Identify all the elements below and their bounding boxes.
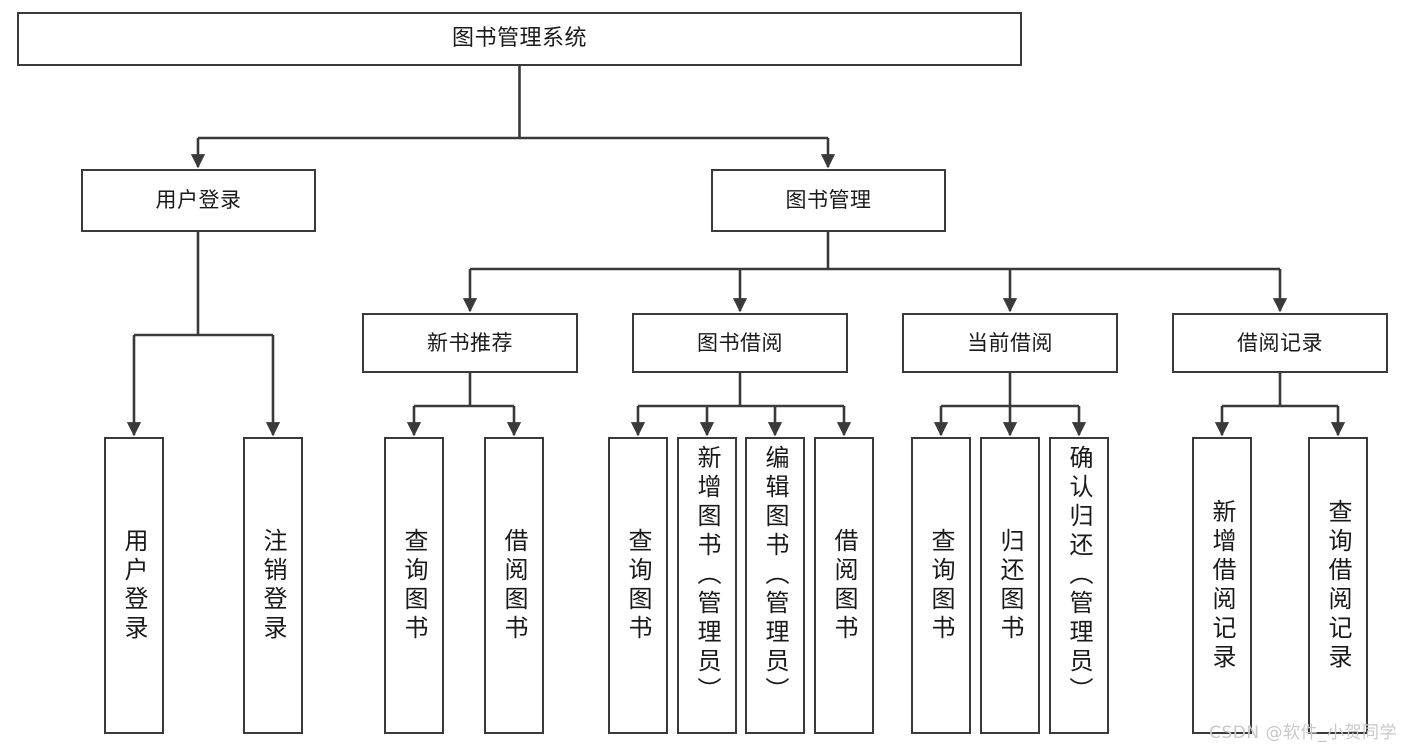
node-label: 用户登录 <box>120 527 148 644</box>
node-label: 归还图书 <box>996 527 1024 644</box>
node-label: 查询借阅记录 <box>1324 498 1352 673</box>
node-label: 图书管理系统 <box>451 26 587 52</box>
node-label: 借阅图书 <box>500 527 528 644</box>
watermark: CSDN @软件_小贺同学 <box>1209 723 1397 743</box>
node-borrow-record[interactable]: 借阅记录 <box>1172 313 1388 373</box>
node-label: 编辑图书（管理员） <box>761 445 789 706</box>
leaf-confirm-return-admin[interactable]: 确认归还（管理员） <box>1049 437 1109 734</box>
node-current-borrow[interactable]: 当前借阅 <box>902 313 1118 373</box>
leaf-logout-login[interactable]: 注销登录 <box>243 437 303 734</box>
leaf-add-borrow-record[interactable]: 新增借阅记录 <box>1192 437 1252 734</box>
node-root-system[interactable]: 图书管理系统 <box>17 12 1022 66</box>
leaf-query-book-current[interactable]: 查询图书 <box>911 437 971 734</box>
node-label: 当前借阅 <box>967 330 1053 355</box>
node-label: 用户登录 <box>155 188 242 213</box>
leaf-borrow-book-recommend[interactable]: 借阅图书 <box>484 437 544 734</box>
node-book-borrow[interactable]: 图书借阅 <box>632 313 848 373</box>
leaf-query-book-recommend[interactable]: 查询图书 <box>384 437 444 734</box>
node-label: 查询图书 <box>400 527 428 644</box>
leaf-query-borrow-record[interactable]: 查询借阅记录 <box>1308 437 1368 734</box>
node-label: 注销登录 <box>259 527 287 644</box>
leaf-borrow-book[interactable]: 借阅图书 <box>814 437 874 734</box>
node-label: 新增图书（管理员） <box>693 445 721 706</box>
leaf-query-book-borrow[interactable]: 查询图书 <box>608 437 668 734</box>
node-label: 新书推荐 <box>427 330 513 355</box>
node-label: 新增借阅记录 <box>1208 498 1236 673</box>
leaf-return-book[interactable]: 归还图书 <box>980 437 1040 734</box>
node-new-book-recommend[interactable]: 新书推荐 <box>362 313 578 373</box>
node-label: 图书管理 <box>785 188 872 213</box>
node-label: 查询图书 <box>624 527 652 644</box>
leaf-add-book-admin[interactable]: 新增图书（管理员） <box>677 437 737 734</box>
leaf-user-login[interactable]: 用户登录 <box>104 437 164 734</box>
node-label: 确认归还（管理员） <box>1065 445 1093 706</box>
node-book-management[interactable]: 图书管理 <box>711 169 946 232</box>
node-label: 借阅记录 <box>1237 330 1323 355</box>
node-label: 图书借阅 <box>697 330 783 355</box>
node-label: 查询图书 <box>927 527 955 644</box>
node-user-login[interactable]: 用户登录 <box>81 169 316 232</box>
leaf-edit-book-admin[interactable]: 编辑图书（管理员） <box>745 437 805 734</box>
node-label: 借阅图书 <box>830 527 858 644</box>
